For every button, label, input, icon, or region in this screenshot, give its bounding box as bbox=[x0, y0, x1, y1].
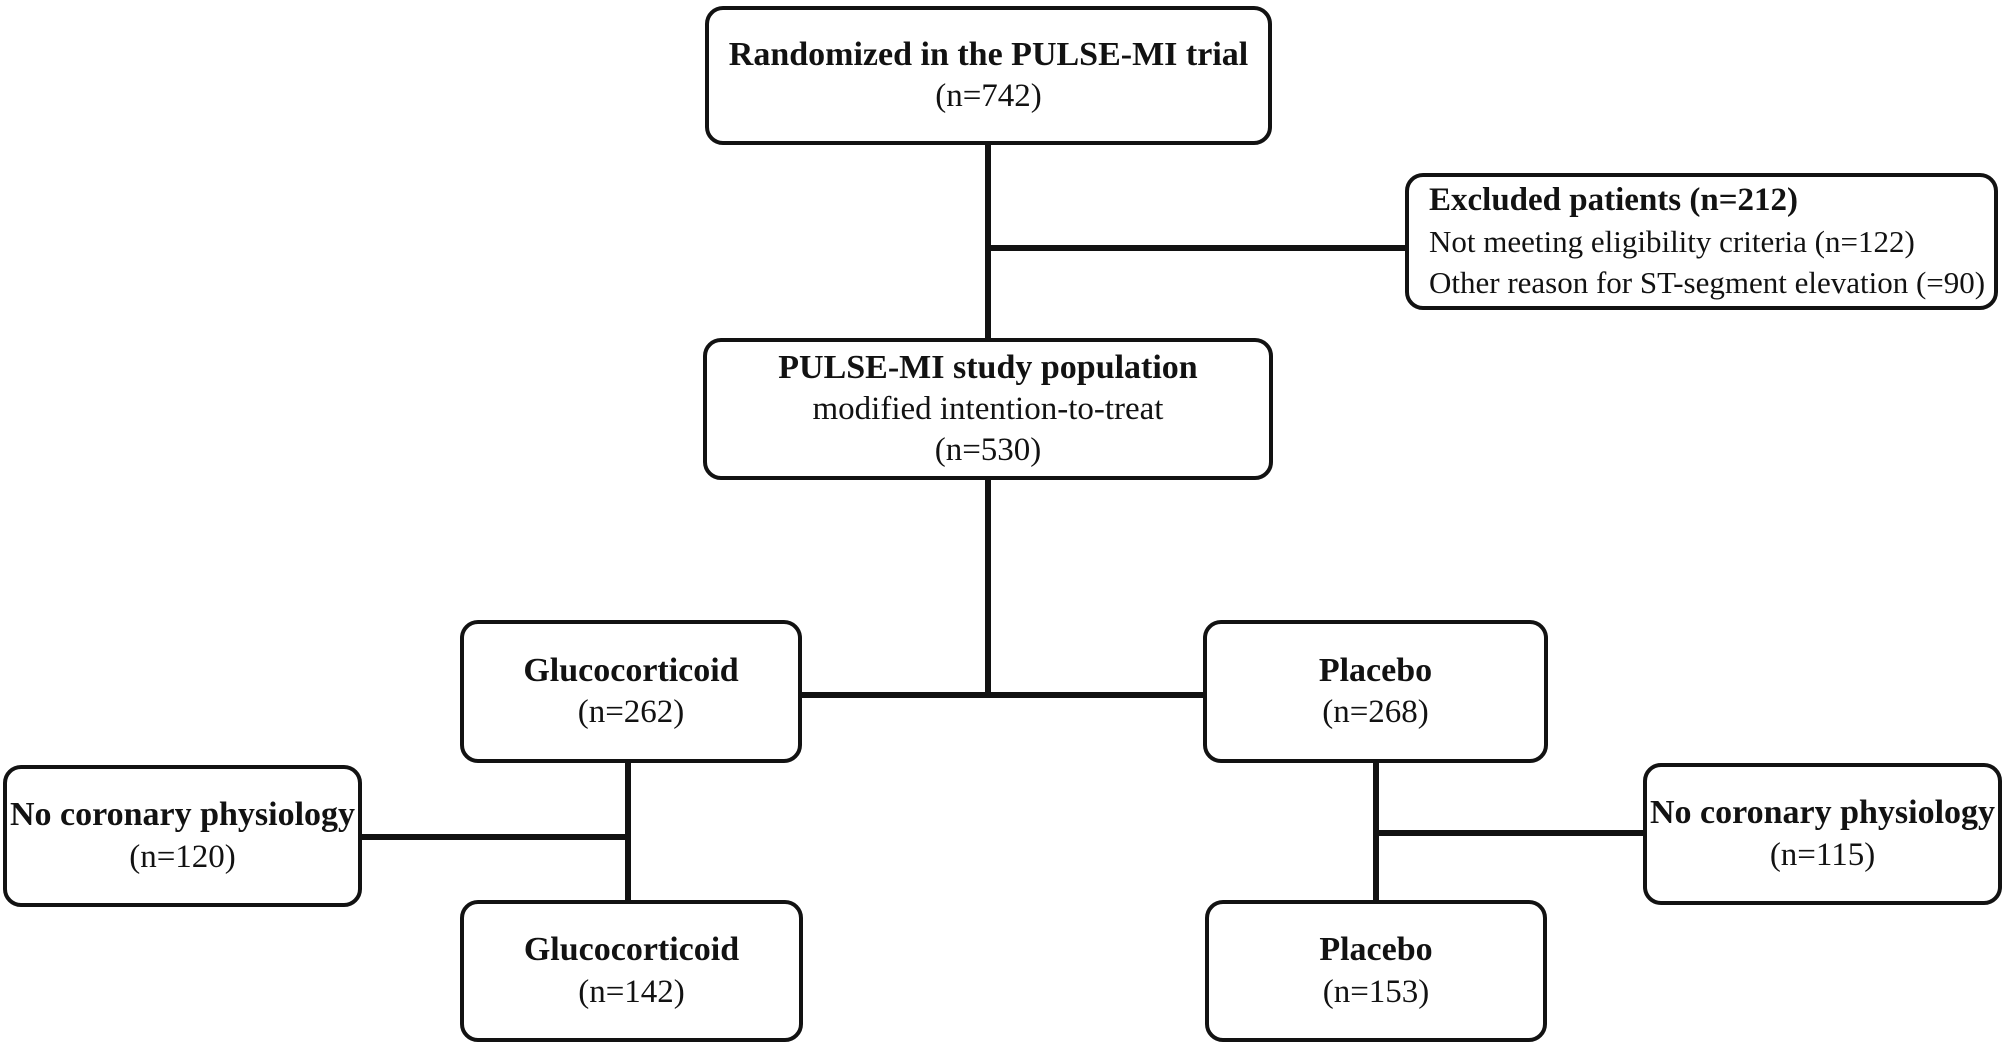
box-glucocorticoid-arm: Glucocorticoid (n=262) bbox=[460, 620, 802, 763]
connector-randomized-to-population bbox=[985, 143, 991, 340]
box-excluded: Excluded patients (n=212) Not meeting el… bbox=[1405, 173, 1998, 310]
placebo-physiology-title: Placebo bbox=[1319, 931, 1433, 969]
no-physiology-left-count: (n=120) bbox=[129, 838, 236, 875]
excluded-reason-eligibility: Not meeting eligibility criteria (n=122) bbox=[1429, 224, 1915, 260]
randomized-title: Randomized in the PULSE-MI trial bbox=[728, 35, 1249, 73]
population-subtitle: modified intention-to-treat bbox=[812, 391, 1164, 427]
box-randomized: Randomized in the PULSE-MI trial (n=742) bbox=[705, 6, 1272, 145]
no-physiology-left-title: No coronary physiology bbox=[9, 796, 356, 834]
glucocorticoid-arm-count: (n=262) bbox=[577, 694, 685, 731]
box-glucocorticoid-physiology: Glucocorticoid (n=142) bbox=[460, 900, 803, 1042]
population-count: (n=530) bbox=[934, 432, 1042, 469]
connector-arms-horizontal bbox=[800, 692, 1205, 698]
box-placebo-physiology: Placebo (n=153) bbox=[1205, 900, 1547, 1042]
glucocorticoid-physiology-count: (n=142) bbox=[578, 973, 685, 1010]
excluded-title: Excluded patients (n=212) bbox=[1429, 181, 1799, 218]
population-title: PULSE-MI study population bbox=[778, 348, 1198, 386]
placebo-arm-count: (n=268) bbox=[1322, 694, 1429, 731]
box-placebo-arm: Placebo (n=268) bbox=[1203, 620, 1548, 763]
glucocorticoid-arm-title: Glucocorticoid bbox=[523, 651, 739, 689]
randomized-count: (n=742) bbox=[935, 78, 1042, 115]
no-physiology-right-title: No coronary physiology bbox=[1649, 794, 1996, 832]
excluded-reason-st-elevation: Other reason for ST-segment elevation (=… bbox=[1429, 265, 1986, 301]
connector-branch-no-physiology-right bbox=[1376, 830, 1646, 836]
box-study-population: PULSE-MI study population modified inten… bbox=[703, 338, 1273, 480]
placebo-physiology-count: (n=153) bbox=[1322, 973, 1430, 1010]
connector-glucocorticoid-down bbox=[625, 760, 631, 902]
connector-population-to-arms bbox=[985, 477, 991, 698]
glucocorticoid-physiology-title: Glucocorticoid bbox=[523, 931, 740, 969]
connector-branch-to-excluded bbox=[988, 245, 1408, 251]
placebo-arm-title: Placebo bbox=[1318, 651, 1433, 689]
connector-branch-no-physiology-left bbox=[358, 834, 630, 840]
box-no-coronary-physiology-left: No coronary physiology (n=120) bbox=[3, 765, 362, 907]
no-physiology-right-count: (n=115) bbox=[1769, 836, 1876, 873]
box-no-coronary-physiology-right: No coronary physiology (n=115) bbox=[1643, 763, 2002, 905]
